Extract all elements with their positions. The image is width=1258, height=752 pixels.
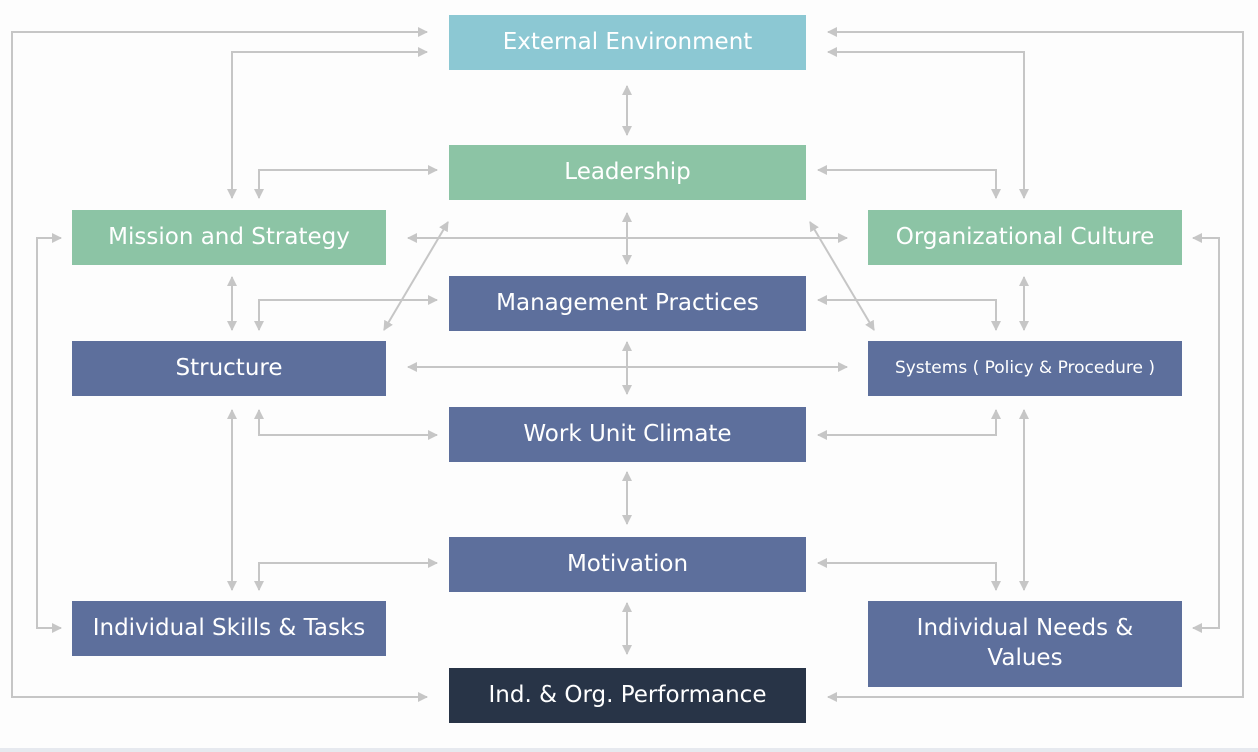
connector-leadership-mission <box>254 165 438 199</box>
organizational-culture-box: Organizational Culture <box>868 210 1182 265</box>
connector-motivation-needs <box>817 558 1001 591</box>
work-unit-climate-label: Work Unit Climate <box>523 420 732 447</box>
individual-needs-label: Individual Needs & Values <box>916 615 1134 671</box>
organizational-culture-label: Organizational Culture <box>895 223 1155 250</box>
connector-left-frame <box>11 27 428 702</box>
external-environment-box: External Environment <box>449 15 806 70</box>
motivation-label: Motivation <box>566 550 689 577</box>
leadership-label: Leadership <box>564 158 691 185</box>
connector-climate-systems <box>817 409 1001 440</box>
systems-label: Systems ( Policy & Procedure ) <box>894 358 1156 379</box>
management-practices-box: Management Practices <box>449 276 806 331</box>
connector-mgmt-structure <box>254 295 438 331</box>
mission-strategy-label: Mission and Strategy <box>108 223 350 250</box>
systems-box: Systems ( Policy & Procedure ) <box>868 341 1182 396</box>
connector-leadership-culture <box>817 165 1001 199</box>
individual-skills-label: Individual Skills & Tasks <box>92 614 366 641</box>
individual-needs-box: Individual Needs & Values <box>868 601 1182 687</box>
connector-env-mission <box>227 47 428 199</box>
management-practices-label: Management Practices <box>496 289 759 316</box>
performance-box: Ind. & Org. Performance <box>449 668 806 723</box>
structure-label: Structure <box>175 354 283 381</box>
external-environment-label: External Environment <box>502 28 753 55</box>
leadership-box: Leadership <box>449 145 806 200</box>
connector-culture-needs <box>1192 233 1220 633</box>
structure-box: Structure <box>72 341 386 396</box>
mission-strategy-box: Mission and Strategy <box>72 210 386 265</box>
connector-mission-skills <box>36 233 62 633</box>
connector-mgmt-systems <box>817 295 1001 331</box>
motivation-box: Motivation <box>449 537 806 592</box>
connector-right-frame <box>827 27 1244 702</box>
individual-skills-box: Individual Skills & Tasks <box>72 601 386 656</box>
performance-label: Ind. & Org. Performance <box>488 681 767 708</box>
connector-climate-structure <box>254 409 438 440</box>
work-unit-climate-box: Work Unit Climate <box>449 407 806 462</box>
connector-env-culture <box>827 47 1029 199</box>
connector-motivation-skills <box>254 558 438 591</box>
